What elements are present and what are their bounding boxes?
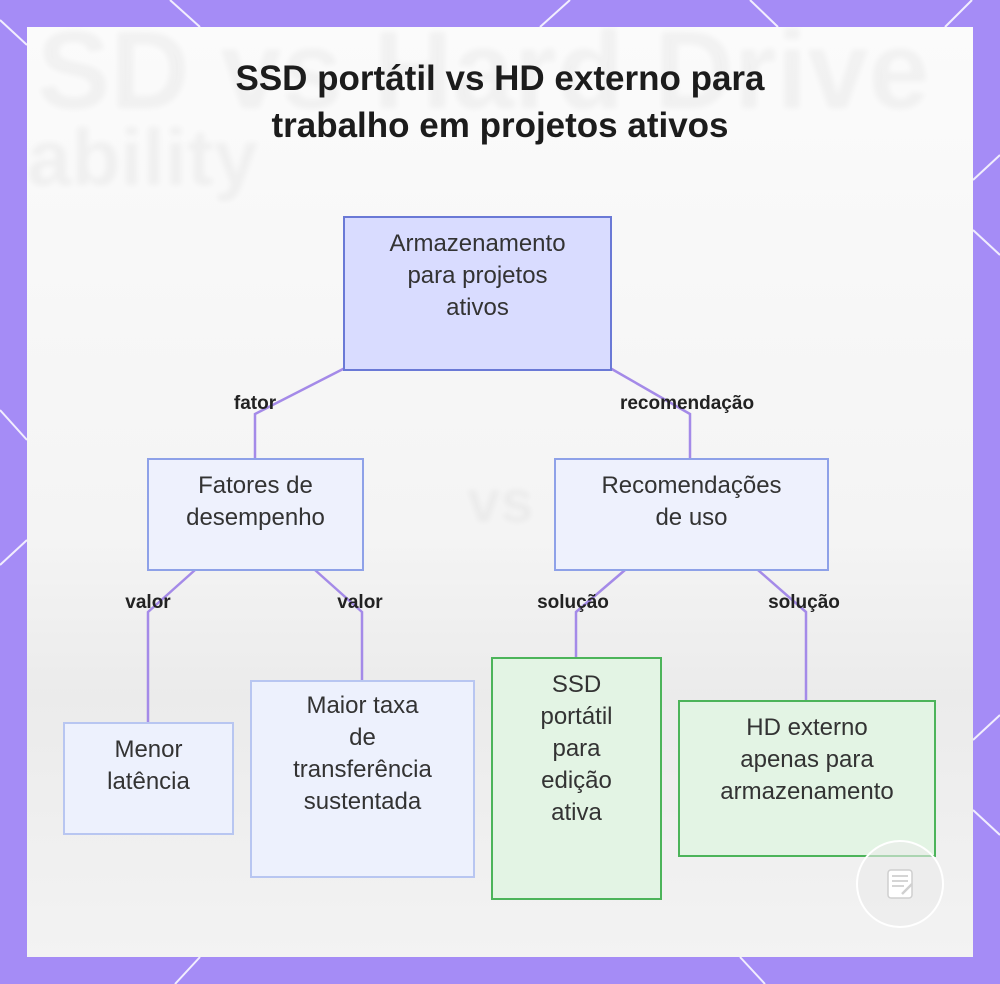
node-root-line-1: Armazenamento	[389, 230, 566, 257]
node-latency-line-1: Menor	[114, 736, 183, 763]
node-ssd-line-2: portátil	[540, 703, 613, 730]
node-performance-line-2: desempenho	[186, 504, 325, 531]
node-transfer-line-2: de	[349, 724, 376, 751]
edge-valor-left	[146, 569, 196, 722]
node-ssd-line-5: ativa	[551, 799, 602, 826]
edge-label-fator: fator	[233, 393, 277, 414]
node-performance-factors: Fatores de desempenho	[147, 458, 364, 571]
edge-solucao-left	[574, 569, 626, 657]
node-recommendations-line-1: Recomendações	[601, 472, 782, 499]
edge-label-valor-right: valor	[337, 592, 383, 613]
diagram-title: SSD portátil vs HD externo para trabalho…	[0, 55, 1000, 149]
node-higher-transfer-rate: Maior taxa de transferência sustentada	[250, 680, 475, 878]
edge-label-solucao-left: solução	[537, 592, 609, 613]
edge-fator	[253, 366, 346, 458]
node-transfer-line-3: transferência	[293, 756, 432, 783]
node-recommendations-line-2: de uso	[655, 504, 728, 531]
node-lower-latency: Menor latência	[63, 722, 234, 835]
node-root: Armazenamento para projetos ativos	[343, 216, 612, 371]
node-portable-ssd: SSD portátil para edição ativa	[491, 657, 662, 900]
node-performance-line-1: Fatores de	[198, 472, 313, 499]
node-hd-line-2: apenas para	[740, 746, 874, 773]
edge-label-valor-left: valor	[125, 592, 171, 613]
node-usage-recommendations: Recomendações de uso	[554, 458, 829, 571]
title-line-2: trabalho em projetos ativos	[271, 106, 729, 145]
node-root-line-2: para projetos	[407, 262, 548, 289]
node-ssd-line-1: SSD	[551, 671, 602, 698]
edge-recomendacao	[609, 366, 692, 458]
node-transfer-line-4: sustentada	[303, 788, 422, 815]
node-transfer-line-1: Maior taxa	[306, 692, 419, 719]
node-ssd-line-4: edição	[541, 767, 612, 794]
node-external-hd: HD externo apenas para armazenamento	[678, 700, 936, 857]
node-root-line-3: ativos	[446, 294, 509, 321]
napkin-logo-icon	[856, 840, 944, 928]
title-line-1: SSD portátil vs HD externo para	[235, 59, 765, 98]
node-hd-line-3: armazenamento	[720, 778, 894, 805]
edge-label-recomendacao: recomendação	[619, 393, 755, 414]
node-hd-line-1: HD externo	[746, 714, 868, 741]
node-latency-line-2: latência	[107, 768, 190, 795]
edge-valor-right	[314, 569, 364, 680]
edge-solucao-right	[757, 569, 808, 700]
edge-label-solucao-right: solução	[768, 592, 840, 613]
node-ssd-line-3: para	[552, 735, 601, 762]
